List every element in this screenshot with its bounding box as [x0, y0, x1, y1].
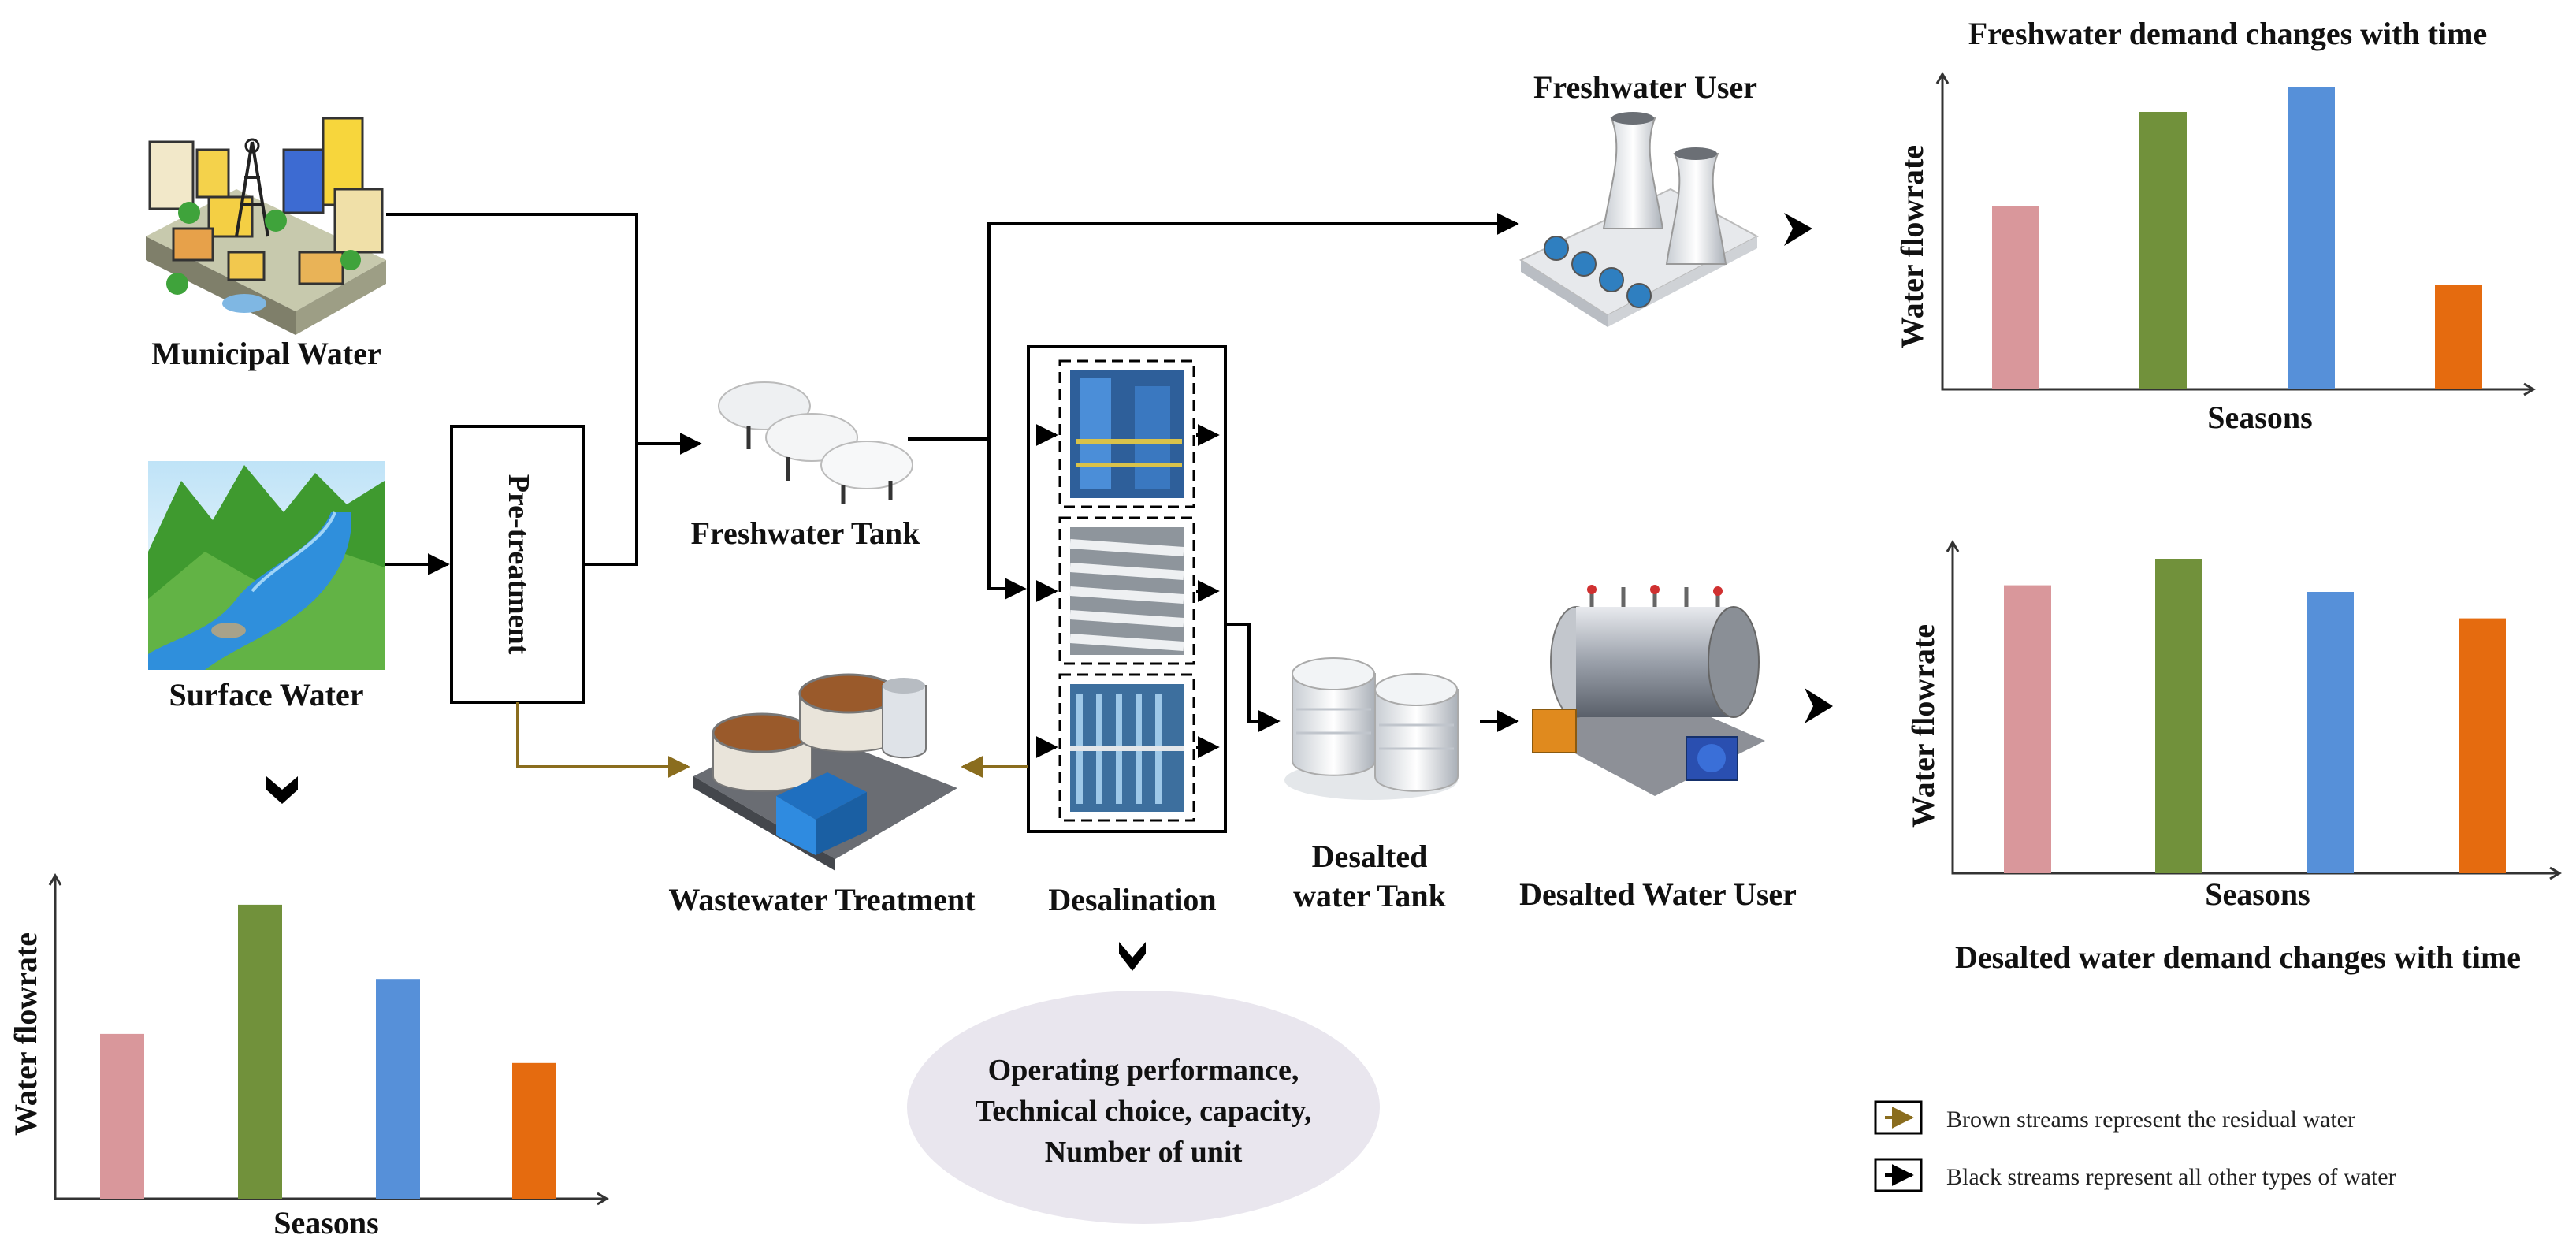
y-axis-label: Water flowrate	[1905, 624, 1941, 828]
wastewater-treatment-label: Wastewater Treatment	[668, 882, 976, 917]
legend: Brown streams represent the residual wat…	[1874, 1100, 2396, 1192]
bubble-line-3: Number of unit	[1045, 1136, 1243, 1169]
pretreatment-label: Pre-treatment	[502, 474, 535, 655]
y-axis-label: Water flowrate	[8, 932, 43, 1136]
chart-title: Desalted water demand changes with time	[1955, 939, 2521, 975]
chart-axes	[1951, 542, 2559, 875]
chart-bar	[512, 1062, 556, 1199]
wastewater-plant-icon	[693, 673, 957, 871]
y-axis-arrow	[48, 873, 62, 886]
bubble-line-1: Operating performance,	[988, 1054, 1299, 1087]
legend-brown-label: Brown streams represent the residual wat…	[1946, 1107, 2355, 1133]
chart-bar	[2288, 87, 2335, 389]
legend-black-label: Black streams represent all other types …	[1946, 1164, 2396, 1190]
desalted-tank-label-line2: water Tank	[1293, 878, 1447, 913]
municipal-water-label: Municipal Water	[151, 336, 381, 371]
y-axis-arrow	[1935, 72, 1950, 84]
chart-bar	[2139, 112, 2187, 389]
chart-bar	[238, 904, 282, 1199]
boiler-icon	[1532, 585, 1765, 796]
brown-streams	[516, 702, 1028, 778]
y-axis-label: Water flowrate	[1894, 145, 1930, 348]
x-axis-arrow	[2549, 866, 2562, 880]
desalination-unit-1	[1058, 359, 1195, 508]
chart-axes	[54, 876, 607, 1200]
chart-bar	[2155, 559, 2202, 873]
city-icon	[146, 117, 386, 335]
desalted-tank-icon	[1284, 657, 1459, 800]
surface-water-chart: Seasons Water flowrate	[8, 873, 609, 1240]
desalination-label: Desalination	[1048, 882, 1216, 917]
chart-bar	[2004, 585, 2051, 873]
desalted-water-user-label: Desalted Water User	[1519, 876, 1797, 912]
x-axis-label: Seasons	[273, 1205, 378, 1240]
desalination-unit-3	[1058, 673, 1195, 822]
x-axis-arrow	[597, 1192, 609, 1206]
chevron-right-icon-2	[1805, 688, 1833, 723]
chart-bar	[1992, 206, 2039, 389]
freshwater-tank-label: Freshwater Tank	[691, 515, 921, 551]
chart-bar	[376, 979, 420, 1199]
freshwater-demand-chart: Seasons Water flowrate Freshwater demand c…	[1894, 16, 2536, 435]
desalination-unit-2	[1058, 516, 1195, 665]
freshwater-tank-icon	[718, 381, 913, 504]
chevron-down-icon-2	[266, 776, 298, 804]
bubble-line-2: Technical choice, capacity,	[975, 1095, 1311, 1128]
y-axis-arrow	[1946, 540, 1960, 552]
decision-bubble	[907, 991, 1380, 1224]
cooling-tower-icon	[1518, 112, 1760, 327]
x-axis-arrow	[2523, 382, 2536, 396]
chevron-down-icon	[1119, 942, 1146, 971]
chart-bar	[100, 1033, 144, 1199]
desalted-tank-label-line1: Desalted	[1312, 839, 1428, 874]
chart-bar	[2459, 618, 2506, 873]
chart-bar	[2435, 285, 2482, 389]
chart-title: Freshwater demand changes with time	[1968, 16, 2487, 51]
x-axis-label: Seasons	[2207, 400, 2312, 435]
pretreatment-box	[450, 425, 585, 704]
surface-water-label: Surface Water	[169, 677, 364, 712]
freshwater-user-label: Freshwater User	[1533, 69, 1757, 105]
chevron-right-icon	[1784, 213, 1812, 246]
x-axis-label: Seasons	[2205, 876, 2310, 912]
black-streams	[385, 213, 1519, 758]
chart-axes	[1941, 74, 2533, 391]
chart-bar	[2307, 592, 2354, 873]
landscape-icon	[148, 461, 385, 670]
